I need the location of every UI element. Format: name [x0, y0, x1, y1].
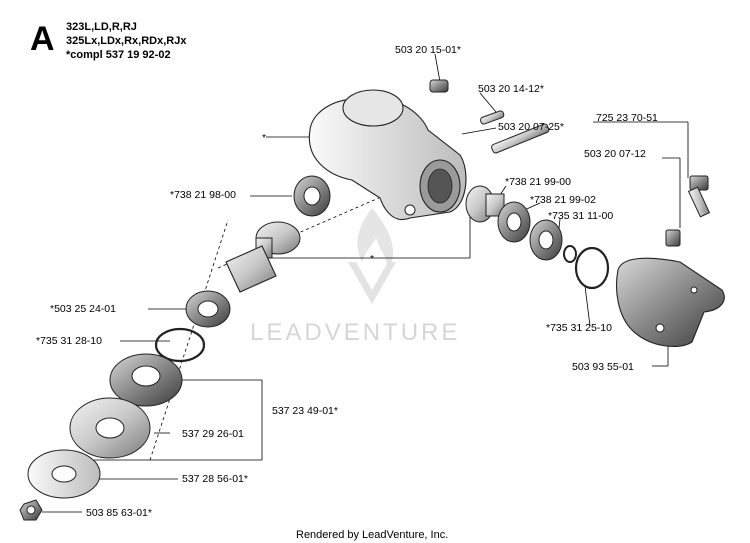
bevel-gear-small [465, 185, 505, 223]
guard-bolt [687, 175, 711, 218]
header-line-1: 323L,LD,R,RJ [66, 21, 137, 33]
callout-503-20-14-12: 503 20 14-12* [478, 83, 544, 95]
callout-503-20-07-25: 503 20 07-25* [498, 121, 564, 133]
callout-725-23-70-51: 725 23 70-51 [596, 112, 658, 124]
callout-537-28-56-01: 537 28 56-01* [182, 473, 248, 485]
bearing-right-2 [529, 219, 563, 261]
callout-503-20-07-12: 503 20 07-12 [584, 148, 646, 160]
guard-screw [665, 229, 681, 247]
callout-537-29-26-01: 537 29 26-01 [182, 428, 244, 440]
callout-503-93-55-01: 503 93 55-01 [572, 361, 634, 373]
header-line-2: 325Lx,LDx,Rx,RDx,RJx [66, 35, 187, 47]
callout-738-21-98-00: *738 21 98-00 [170, 189, 236, 201]
support-cup [109, 353, 183, 407]
header-line-3: *compl 537 19 92-02 [66, 49, 171, 61]
lock-nut [19, 499, 43, 521]
callout-shaft-star: * [370, 253, 374, 265]
callout-503-20-15-01: 503 20 15-01* [395, 44, 461, 56]
section-header: A 323L,LD,R,RJ 325Lx,LDx,Rx,RDx,RJx *com… [30, 20, 187, 61]
callout-738-21-99-00: *738 21 99-00 [505, 176, 571, 188]
small-screw [480, 110, 505, 125]
output-shaft [225, 245, 277, 293]
callout-735-31-11-00: *735 31 11-00 [548, 210, 613, 222]
bearing-lower [185, 290, 231, 328]
callout-housing-star: * [262, 132, 266, 144]
callout-738-21-99-02: *738 21 99-02 [530, 194, 596, 206]
section-letter: A [30, 20, 55, 58]
circlip-small [563, 245, 577, 263]
housing-screw [429, 79, 449, 93]
lower-retaining-ring [154, 327, 206, 363]
watermark: LEADVENTURE [250, 208, 460, 346]
footer-credit: Rendered by LeadVenture, Inc. [296, 529, 448, 541]
callout-503-25-24-01: *503 25 24-01 [50, 303, 116, 315]
callout-735-31-28-10: *735 31 28-10 [36, 335, 102, 347]
retaining-ring [574, 246, 610, 290]
bearing-top [293, 175, 331, 217]
callout-537-23-49-01: 537 23 49-01* [272, 405, 338, 417]
callout-labels: 503 20 15-01* 503 20 14-12* 503 20 07-25… [36, 44, 658, 519]
drive-disc [69, 397, 151, 459]
watermark-flame-icon [357, 208, 394, 274]
long-bolt [491, 123, 550, 154]
watermark-v-icon [348, 262, 396, 304]
watermark-text: LEADVENTURE [250, 319, 460, 346]
bearing-right-1 [497, 201, 531, 243]
support-washer [27, 449, 101, 499]
callout-503-85-63-01: 503 85 63-01* [86, 507, 152, 519]
callout-735-31-25-10: *735 31 25-10 [546, 322, 612, 334]
guard-bracket [615, 257, 725, 347]
gear-housing [308, 89, 467, 220]
